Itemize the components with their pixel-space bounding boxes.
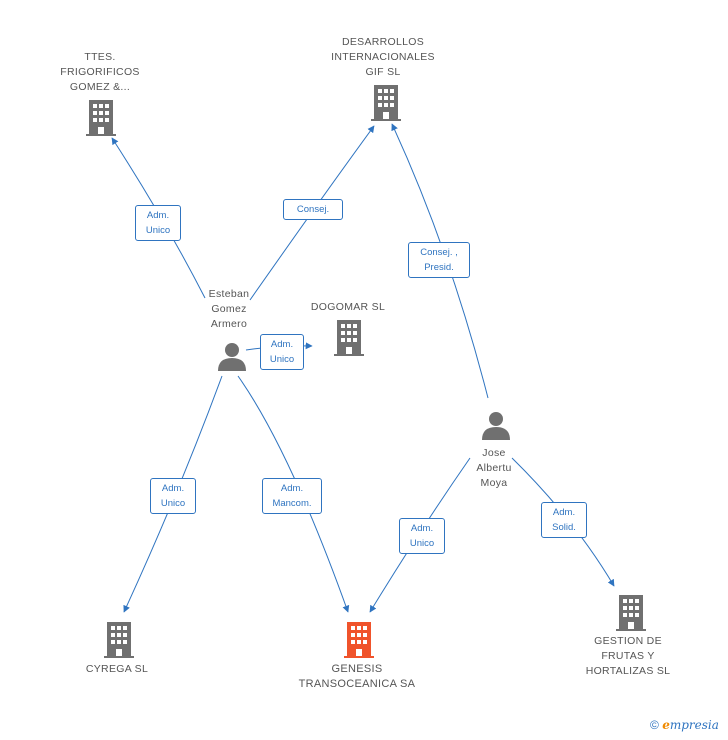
building-icon-genesis[interactable] [344, 622, 374, 658]
node-label-ttes[interactable]: TTES. FRIGORIFICOS GOMEZ &... [60, 51, 140, 93]
edge-label-jose-desarrollos[interactable]: Consej. , Presid. [408, 242, 470, 278]
building-icon-desarrollos[interactable] [371, 85, 401, 121]
node-label-desarrollos[interactable]: DESARROLLOS INTERNACIONALES GIF SL [331, 36, 435, 78]
edge-label-esteban-ttes[interactable]: Adm. Unico [135, 205, 181, 241]
building-icon-cyrega[interactable] [104, 622, 134, 658]
person-icon-jose[interactable] [481, 410, 511, 440]
edge-label-jose-gestion[interactable]: Adm. Solid. [541, 502, 587, 538]
empresia-logo: empresia [662, 718, 719, 732]
building-icon-gestion[interactable] [616, 595, 646, 631]
node-label-gestion[interactable]: GESTION DE FRUTAS Y HORTALIZAS SL [585, 635, 671, 677]
node-label-genesis[interactable]: GENESIS TRANSOCEANICA SA [298, 663, 416, 690]
node-label-esteban[interactable]: Esteban Gomez Armero [208, 288, 250, 330]
edge-label-esteban-dogomar[interactable]: Adm. Unico [260, 334, 304, 370]
edge-label-jose-genesis[interactable]: Adm. Unico [399, 518, 445, 554]
footer-brand: © empresia [650, 718, 719, 732]
node-label-dogomar[interactable]: DOGOMAR SL [310, 301, 386, 313]
building-icon-ttes[interactable] [86, 100, 116, 136]
edge-label-esteban-desarrollos[interactable]: Consej. [283, 199, 343, 220]
edge-esteban-genesis [237, 375, 350, 613]
building-icon-dogomar[interactable] [334, 320, 364, 356]
node-label-cyrega[interactable]: CYREGA SL [85, 663, 149, 675]
edge-label-esteban-genesis[interactable]: Adm. Mancom. [262, 478, 322, 514]
node-label-jose[interactable]: Jose Albertu Moya [476, 447, 512, 489]
edge-label-esteban-cyrega[interactable]: Adm. Unico [150, 478, 196, 514]
person-icon-esteban[interactable] [217, 341, 247, 371]
copyright-symbol: © [650, 718, 659, 732]
